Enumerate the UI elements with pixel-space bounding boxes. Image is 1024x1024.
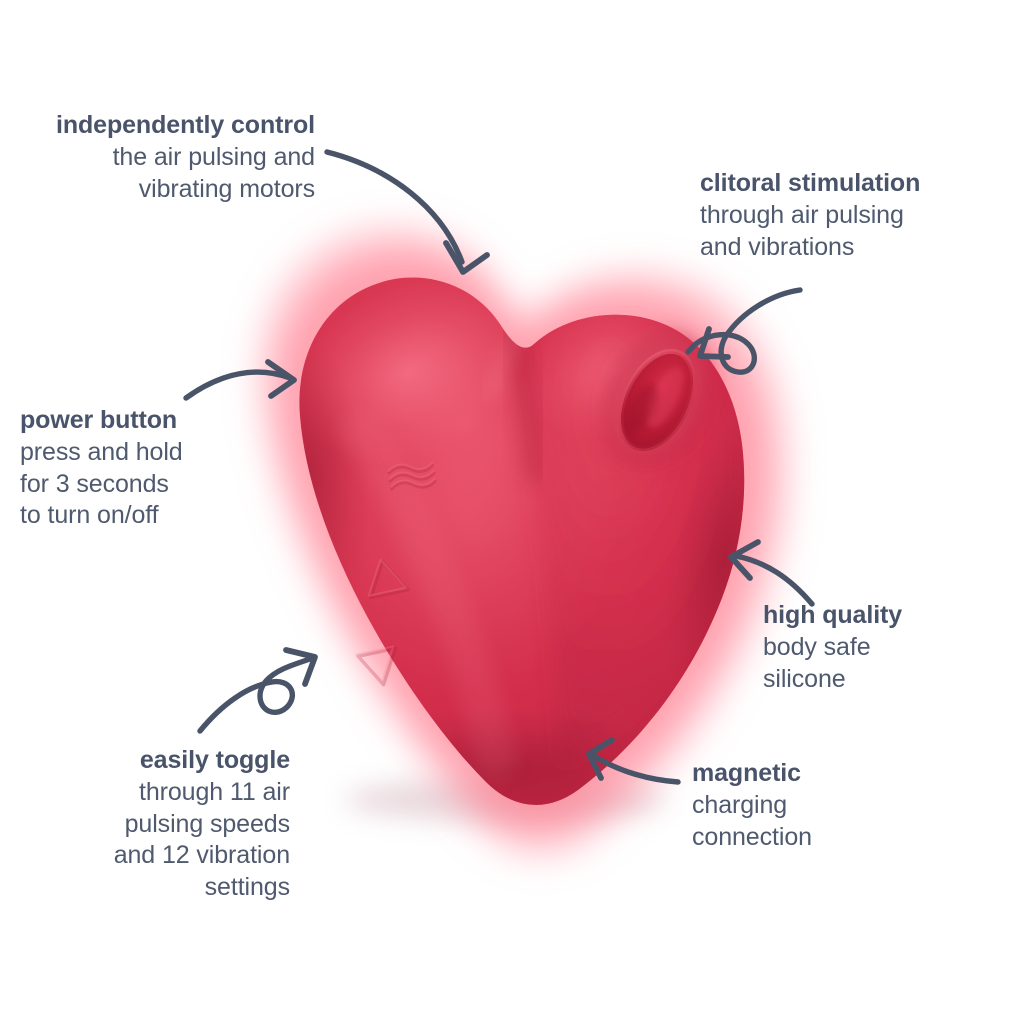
callout-clitoral-line1: through air pulsing — [700, 200, 904, 229]
wave-icon[interactable] — [387, 459, 437, 492]
callout-independent-control-highlight: independently control — [55, 111, 315, 139]
callout-independent-control-line1: the air pulsing and — [112, 142, 316, 171]
callout-power-button-line2: for 3 seconds — [20, 469, 169, 498]
callout-magnetic-line2: connection — [692, 822, 812, 851]
callout-power-button-line1: press and hold — [20, 437, 183, 466]
callout-high-quality-line1: body safe — [763, 632, 871, 661]
callout-easily-toggle-line2: pulsing speeds — [124, 809, 290, 838]
callout-easily-toggle-line3: and 12 vibration — [113, 841, 290, 870]
callout-magnetic: magnetic charging connection — [692, 758, 952, 853]
callout-clitoral-highlight: clitoral stimulation — [700, 169, 921, 197]
control-icons — [354, 459, 437, 689]
callout-easily-toggle-line4: settings — [204, 873, 290, 901]
callout-power-button-highlight: power button — [20, 406, 178, 434]
triangle-down-icon[interactable] — [354, 645, 402, 689]
callout-independent-control-line2: vibrating motors — [138, 174, 315, 203]
callout-magnetic-highlight: magnetic — [692, 759, 801, 787]
callout-high-quality-line2: silicone — [763, 664, 846, 693]
callout-clitoral-stimulation: clitoral stimulation through air pulsing… — [700, 168, 1000, 263]
callout-independent-control: independently control the air pulsing an… — [20, 110, 315, 205]
callout-high-quality-highlight: high quality — [763, 601, 903, 629]
callout-magnetic-line1: charging — [692, 790, 788, 819]
callout-easily-toggle: easily toggle through 11 air pulsing spe… — [55, 745, 290, 904]
callout-clitoral-line2: and vibrations — [700, 232, 855, 261]
callout-power-button-line3: to turn on/off — [20, 501, 159, 530]
callout-power-button: power button press and hold for 3 second… — [20, 405, 245, 532]
callout-easily-toggle-line1: through 11 air — [138, 777, 290, 806]
triangle-up-icon[interactable] — [362, 555, 410, 600]
air-pulse-nozzle — [601, 333, 713, 467]
callout-high-quality: high quality body safe silicone — [763, 600, 1008, 695]
callout-easily-toggle-highlight: easily toggle — [139, 746, 290, 774]
